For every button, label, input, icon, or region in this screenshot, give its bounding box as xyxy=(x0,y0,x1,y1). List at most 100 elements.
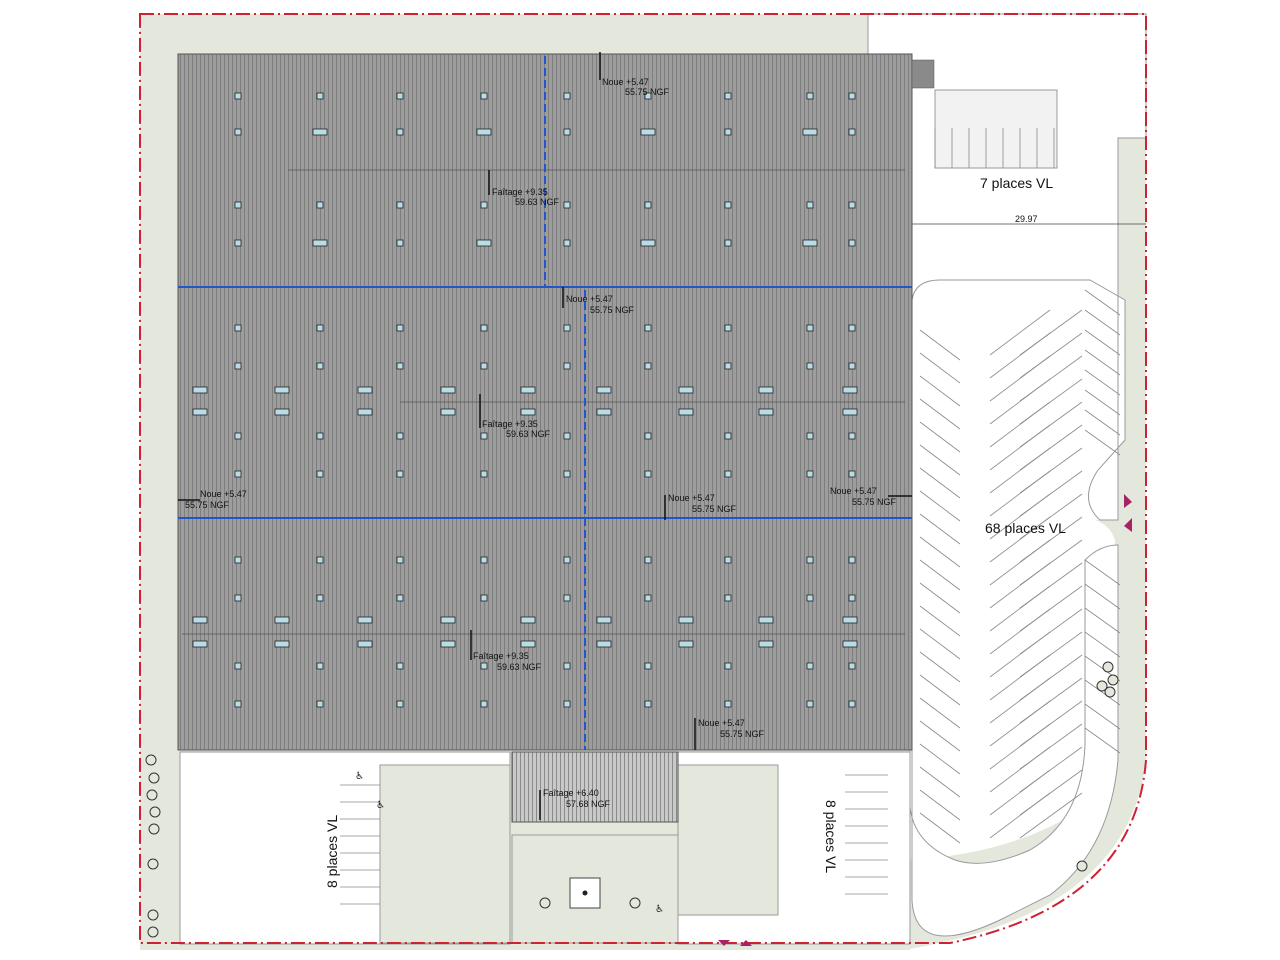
skylight xyxy=(234,239,242,247)
skylight xyxy=(480,362,488,370)
parking-stall-line xyxy=(919,812,961,844)
parking-stall-line xyxy=(919,352,961,384)
skylight xyxy=(848,700,856,708)
parking-stall-line xyxy=(919,490,961,522)
skylight xyxy=(563,700,571,708)
skylight-wide xyxy=(520,386,536,394)
skylight xyxy=(848,594,856,602)
site-boundary xyxy=(139,13,1147,944)
skylight-wide xyxy=(440,616,456,624)
parking-stall-line xyxy=(1084,631,1121,658)
skylight xyxy=(316,201,324,209)
parking-stall-line xyxy=(989,424,1051,471)
faitage-c-line1: Faîtage +9.35 xyxy=(473,651,529,661)
parking-stall-line xyxy=(919,743,961,775)
skylight-wide xyxy=(678,616,694,624)
skylight xyxy=(563,556,571,564)
parking-stall-line xyxy=(989,562,1051,609)
parking-stall-line xyxy=(1084,389,1121,416)
skylight xyxy=(724,239,732,247)
faitage-a-line2: 59.63 NGF xyxy=(515,197,560,207)
parking-stall-line xyxy=(919,720,961,752)
tree-icon xyxy=(1102,661,1114,673)
noue-mid-line2: 55.75 NGF xyxy=(692,504,737,514)
skylight xyxy=(724,362,732,370)
skylight xyxy=(234,470,242,478)
parking-stall-line xyxy=(1084,429,1121,456)
skylight xyxy=(848,662,856,670)
parking-stall-line xyxy=(1084,559,1121,586)
skylight-wide xyxy=(842,640,858,648)
skylight-wide xyxy=(357,640,373,648)
skylight-wide xyxy=(678,640,694,648)
skylight-wide xyxy=(842,386,858,394)
parking-stall-line xyxy=(919,697,961,729)
skylight xyxy=(848,92,856,100)
parking-stall-line xyxy=(919,559,961,591)
skylight xyxy=(234,324,242,332)
skylight xyxy=(480,324,488,332)
skylight-wide xyxy=(357,616,373,624)
skylight xyxy=(644,470,652,478)
parking-stall-line xyxy=(919,674,961,706)
parking-stall-line xyxy=(989,470,1051,517)
parking-stall-line xyxy=(1084,679,1121,706)
noue-left-line2: 55.75 NGF xyxy=(185,500,230,510)
parking-stall-line xyxy=(919,444,961,476)
skylight xyxy=(480,662,488,670)
parking-stall-line xyxy=(919,536,961,568)
skylight xyxy=(563,662,571,670)
skylight xyxy=(396,324,404,332)
skylight xyxy=(316,362,324,370)
skylight-wide xyxy=(274,616,290,624)
noue-mid-line1: Noue +5.47 xyxy=(668,493,715,503)
tree-icon xyxy=(1076,860,1088,872)
parking-stall-line xyxy=(989,608,1051,655)
right-parking-stalls xyxy=(919,289,1121,844)
parking-stall-line xyxy=(919,605,961,637)
parking-bottom-right-label: 8 places VL xyxy=(823,800,839,873)
tree-icon xyxy=(149,806,161,818)
skylight xyxy=(480,92,488,100)
faitage-b-line1: Faîtage +9.35 xyxy=(482,419,538,429)
skylight xyxy=(563,128,571,136)
parking-stall-line xyxy=(989,493,1051,540)
parking-stall-line xyxy=(989,677,1051,724)
skylight xyxy=(724,662,732,670)
skylight xyxy=(396,662,404,670)
skylight-wide xyxy=(312,128,328,136)
skylight-wide xyxy=(678,408,694,416)
parking-stall-line xyxy=(989,746,1051,793)
noue-b-line1: Noue +5.47 xyxy=(566,294,613,304)
skylight xyxy=(806,594,814,602)
skylight-wide xyxy=(440,640,456,648)
trees xyxy=(145,661,1119,938)
entrance-arrows xyxy=(718,494,1132,946)
parking-top-label: 7 places VL xyxy=(980,175,1053,191)
skylight xyxy=(480,470,488,478)
skylight xyxy=(563,362,571,370)
skylight-wide xyxy=(192,616,208,624)
skylight xyxy=(644,700,652,708)
skylight xyxy=(644,201,652,209)
skylight xyxy=(806,92,814,100)
parking-stall-line xyxy=(989,401,1051,448)
parking-stall-line xyxy=(1084,329,1121,356)
parking-stall-line xyxy=(989,769,1051,816)
skylight xyxy=(644,362,652,370)
skylight xyxy=(806,662,814,670)
skylight-wide xyxy=(312,239,328,247)
skylight xyxy=(480,594,488,602)
skylight xyxy=(644,594,652,602)
tree-icon xyxy=(146,789,158,801)
skylight xyxy=(806,362,814,370)
skylight-wide xyxy=(596,616,612,624)
skylight xyxy=(724,92,732,100)
skylight xyxy=(234,594,242,602)
skylight xyxy=(316,556,324,564)
skylight-wide xyxy=(758,640,774,648)
skylight xyxy=(848,432,856,440)
skylight xyxy=(316,432,324,440)
parking-bottom-left-label: 8 places VL xyxy=(324,815,340,888)
